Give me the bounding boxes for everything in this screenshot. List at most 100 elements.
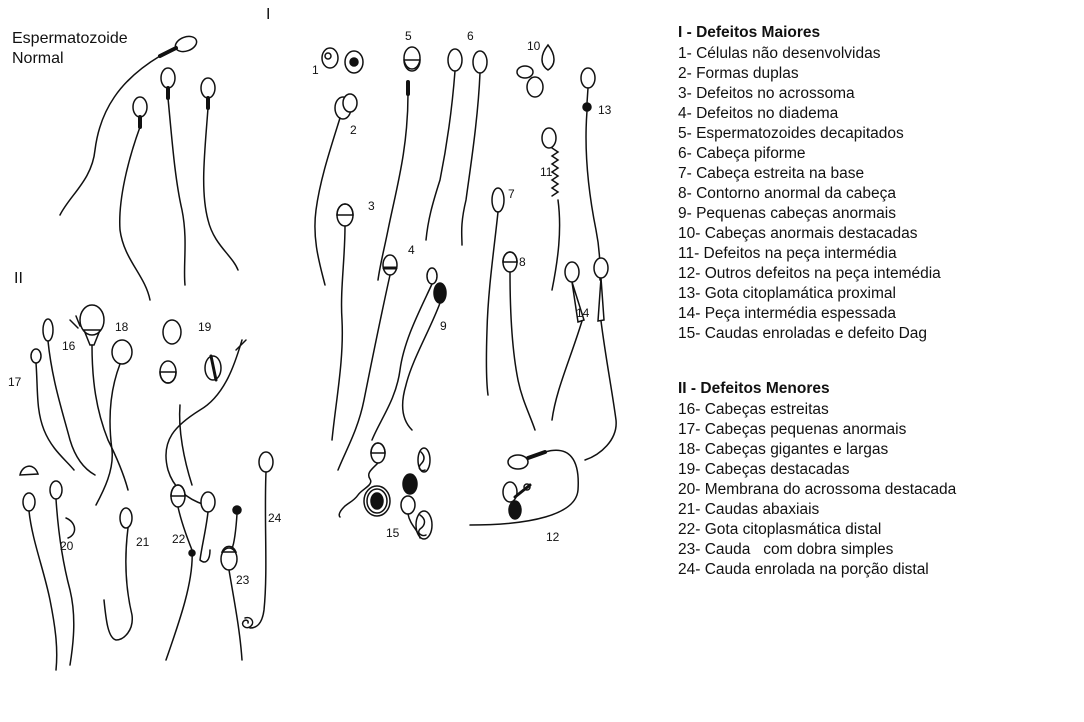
sperm-head [404,47,420,69]
figure-number: 1 [312,64,319,76]
sperm-tail [229,514,242,660]
sperm-tail [48,341,95,475]
group-i-label: I [266,6,270,24]
sperm-head [31,349,41,363]
group-ii-label: II [14,270,23,288]
legend-item: 3- Defeitos no acrossoma [678,84,1078,104]
sperm-head [133,97,147,117]
figure-number: 5 [405,30,412,42]
sperm-head [201,492,215,512]
sperm-tail [60,56,160,215]
sperm-tail [552,321,582,420]
figure-number: 4 [408,244,415,256]
sperm-tail [585,321,616,460]
sperm-line-art [0,0,670,722]
sperm-tail [168,98,185,285]
sperm-tail [378,94,408,280]
sperm-head [401,496,415,514]
minor-defects-heading: II - Defeitos Menores [678,378,1078,400]
legend-item: 10- Cabeças anormais destacadas [678,224,1078,244]
sperm-tail [96,364,120,505]
figure-number: 8 [519,256,526,268]
sperm-tail [426,71,455,240]
detached-head [542,45,554,70]
figure-number: 17 [8,376,21,388]
figure-number: 18 [115,321,128,333]
legend-item: 15- Caudas enroladas e defeito Dag [678,324,1078,344]
legend-item: 13- Gota citoplamática proximal [678,284,1078,304]
sperm-tail [332,226,345,440]
figure-number: 11 [540,166,552,178]
figure-number: 20 [60,540,73,552]
legend-item: 4- Defeitos no diadema [678,104,1078,124]
detached-acrosome [20,466,38,475]
sperm-tail [552,200,560,290]
figure-number: 10 [527,40,540,52]
loose-tail [166,340,242,505]
legend-item: 22- Gota citoplasmática distal [678,520,1078,540]
figure-number: 3 [368,200,375,212]
legend-item: 5- Espermatozoides decapitados [678,124,1078,144]
sperm-head [201,78,215,98]
figure-number: 2 [350,124,357,136]
legend-item: 11- Defeitos na peça intermédia [678,244,1078,264]
sperm-tail [338,275,390,470]
figure-number: 22 [172,533,185,545]
detached-acrosome [66,518,75,538]
sperm-head [508,455,528,469]
figure-number: 7 [508,188,515,200]
legend-item: 12- Outros defeitos na peça intemédia [678,264,1078,284]
figure-number: 21 [136,536,149,548]
sperm-tail [462,73,480,245]
figure-number: 14 [576,307,589,319]
legend-item: 21- Caudas abaxiais [678,500,1078,520]
sperm-tail [250,472,266,628]
sperm-head [434,283,446,303]
legend-item: 6- Cabeça piforme [678,144,1078,164]
sperm-head [112,340,132,364]
sperm-tail [120,127,150,300]
sperm-head [448,49,462,71]
minor-defects-group [20,305,273,670]
legend-item: 1- Células não desenvolvidas [678,44,1078,64]
coiled-midpiece [552,148,558,196]
sperm-head [259,452,273,472]
sperm-head [50,481,62,499]
sperm-head [581,68,595,88]
sperm-midpiece [528,452,545,458]
figure-number: 16 [62,340,75,352]
legend-item: 17- Cabeças pequenas anormais [678,420,1078,440]
sperm-tail [315,118,340,285]
legend-item: 8- Contorno anormal da cabeça [678,184,1078,204]
figure-number: 13 [598,104,611,116]
figure-number: 6 [467,30,474,42]
sperm-tail [372,284,432,440]
figure-number: 15 [386,527,399,539]
sperm-tail [36,363,74,470]
sperm-tail [510,272,535,430]
legend-spacer [678,344,1078,378]
sperm-tail [104,528,132,640]
figure-number: 24 [268,512,281,524]
sperm-tail [200,512,210,562]
sperm-midpiece [160,48,176,56]
sperm-head [503,482,517,502]
sperm-head [509,501,521,519]
normal-sperm-label-line1: Espermatozoide [12,30,128,48]
detached-head [517,66,533,78]
sperm-head [43,319,53,341]
sperm-head [173,34,198,55]
figure-number: 23 [236,574,249,586]
legend-item: 14- Peça intermédia espessada [678,304,1078,324]
cytoplasmic-droplet [583,103,591,111]
legend-item: 2- Formas duplas [678,64,1078,84]
legend-item: 9- Pequenas cabeças anormais [678,204,1078,224]
sperm-head [427,268,437,284]
sperm-tail [56,499,74,665]
sperm-head [542,128,556,148]
figure-number: 19 [198,321,211,333]
legend-item: 24- Cauda enrolada na porção distal [678,560,1078,580]
detached-head [163,320,181,344]
sperm-head [120,508,132,528]
legend-item: 23- Cauda com dobra simples [678,540,1078,560]
